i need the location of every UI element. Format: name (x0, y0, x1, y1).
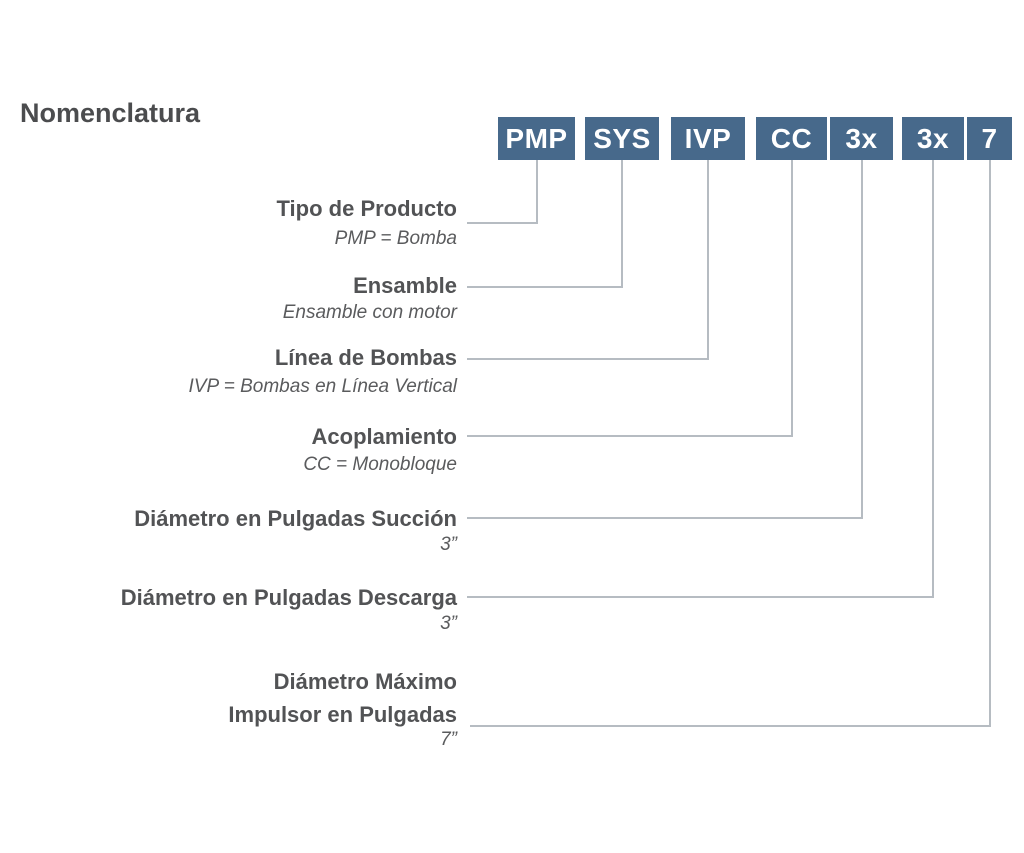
connector-line-cc-vertical (791, 160, 793, 437)
code-box-discharge-size: 3x (902, 117, 964, 160)
connector-line-sys-horizontal (467, 286, 623, 288)
page-title: Nomenclatura (20, 98, 201, 128)
connector-line-suction-vertical (861, 160, 863, 519)
connector-line-ivp-horizontal (467, 358, 709, 360)
label-max-impeller-diameter: Diámetro Máximo Impulsor en Pulgadas (228, 669, 457, 727)
label-coupling: Acoplamiento (311, 424, 457, 449)
value-pump-line: IVP = Bombas en Línea Vertical (188, 376, 457, 397)
code-box-sys: SYS (585, 117, 659, 160)
connector-line-sys-vertical (621, 160, 623, 288)
value-suction-diameter: 3” (440, 534, 457, 555)
code-box-pmp: PMP (498, 117, 575, 160)
label-pump-line: Línea de Bombas (274, 345, 457, 370)
label-suction-diameter: Diámetro en Pulgadas Succión (134, 506, 457, 531)
connector-line-pmp-vertical (536, 160, 538, 224)
code-box-cc: CC (756, 117, 827, 160)
connector-line-pmp-horizontal (467, 222, 538, 224)
connector-line-discharge-horizontal (467, 596, 934, 598)
connector-line-cc-horizontal (467, 435, 793, 437)
connector-line-impeller-horizontal (470, 725, 991, 727)
connector-line-impeller-vertical (989, 160, 991, 727)
code-box-ivp: IVP (671, 117, 745, 160)
label-discharge-diameter: Diámetro en Pulgadas Descarga (120, 585, 457, 610)
connector-line-suction-horizontal (467, 517, 863, 519)
label-assembly: Ensamble (353, 273, 457, 298)
connector-line-ivp-vertical (707, 160, 709, 360)
value-product-type: PMP = Bomba (334, 228, 457, 249)
code-box-suction-size: 3x (830, 117, 893, 160)
connector-line-discharge-vertical (932, 160, 934, 598)
value-discharge-diameter: 3” (440, 613, 457, 634)
value-max-impeller-diameter: 7” (440, 729, 457, 750)
code-box-impeller-size: 7 (967, 117, 1012, 160)
label-product-type: Tipo de Producto (276, 196, 457, 221)
value-assembly: Ensamble con motor (282, 302, 457, 323)
value-coupling: CC = Monobloque (303, 454, 457, 475)
